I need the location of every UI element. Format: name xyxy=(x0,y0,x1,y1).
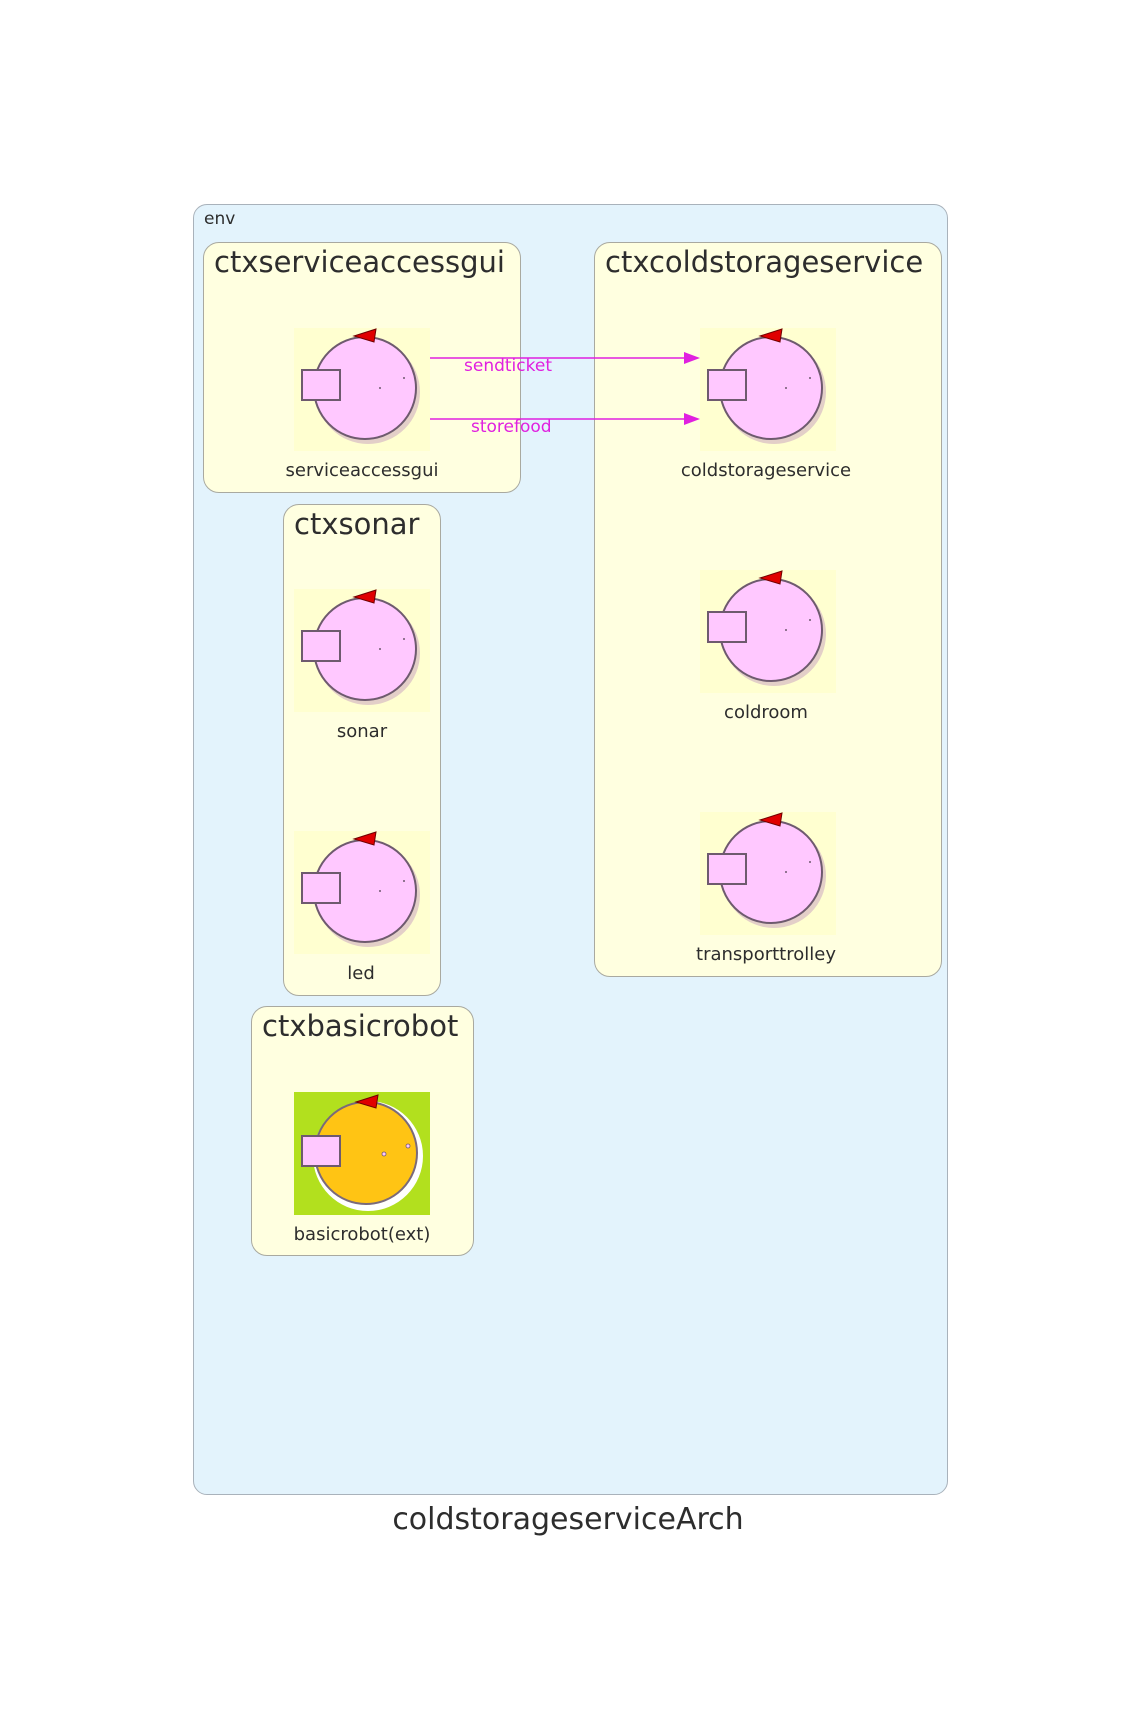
actor-label-serviceaccessgui: serviceaccessgui xyxy=(285,460,439,481)
actor-label-basicrobot: basicrobot(ext) xyxy=(293,1224,431,1245)
actor-label-sonar: sonar xyxy=(336,721,388,742)
arrow-storefood xyxy=(430,413,700,425)
actor-label-coldroom: coldroom xyxy=(724,702,808,723)
diagram-title: coldstorageserviceArch xyxy=(392,1502,744,1537)
context-serviceaccessgui: ctxserviceaccessgui xyxy=(203,242,521,493)
env-label: env xyxy=(204,209,236,229)
message-label-sendticket: sendticket xyxy=(464,356,552,376)
actor-label-coldstorageservice: coldstorageservice xyxy=(680,460,852,481)
context-title: ctxcoldstorageservice xyxy=(605,245,924,279)
context-title: ctxbasicrobot xyxy=(262,1009,459,1043)
actor-label-transporttrolley: transporttrolley xyxy=(696,944,836,965)
message-label-storefood: storefood xyxy=(471,417,552,437)
context-title: ctxserviceaccessgui xyxy=(214,245,505,279)
context-title: ctxsonar xyxy=(294,507,420,541)
actor-label-led: led xyxy=(347,963,375,984)
arrow-sendticket xyxy=(430,352,700,364)
